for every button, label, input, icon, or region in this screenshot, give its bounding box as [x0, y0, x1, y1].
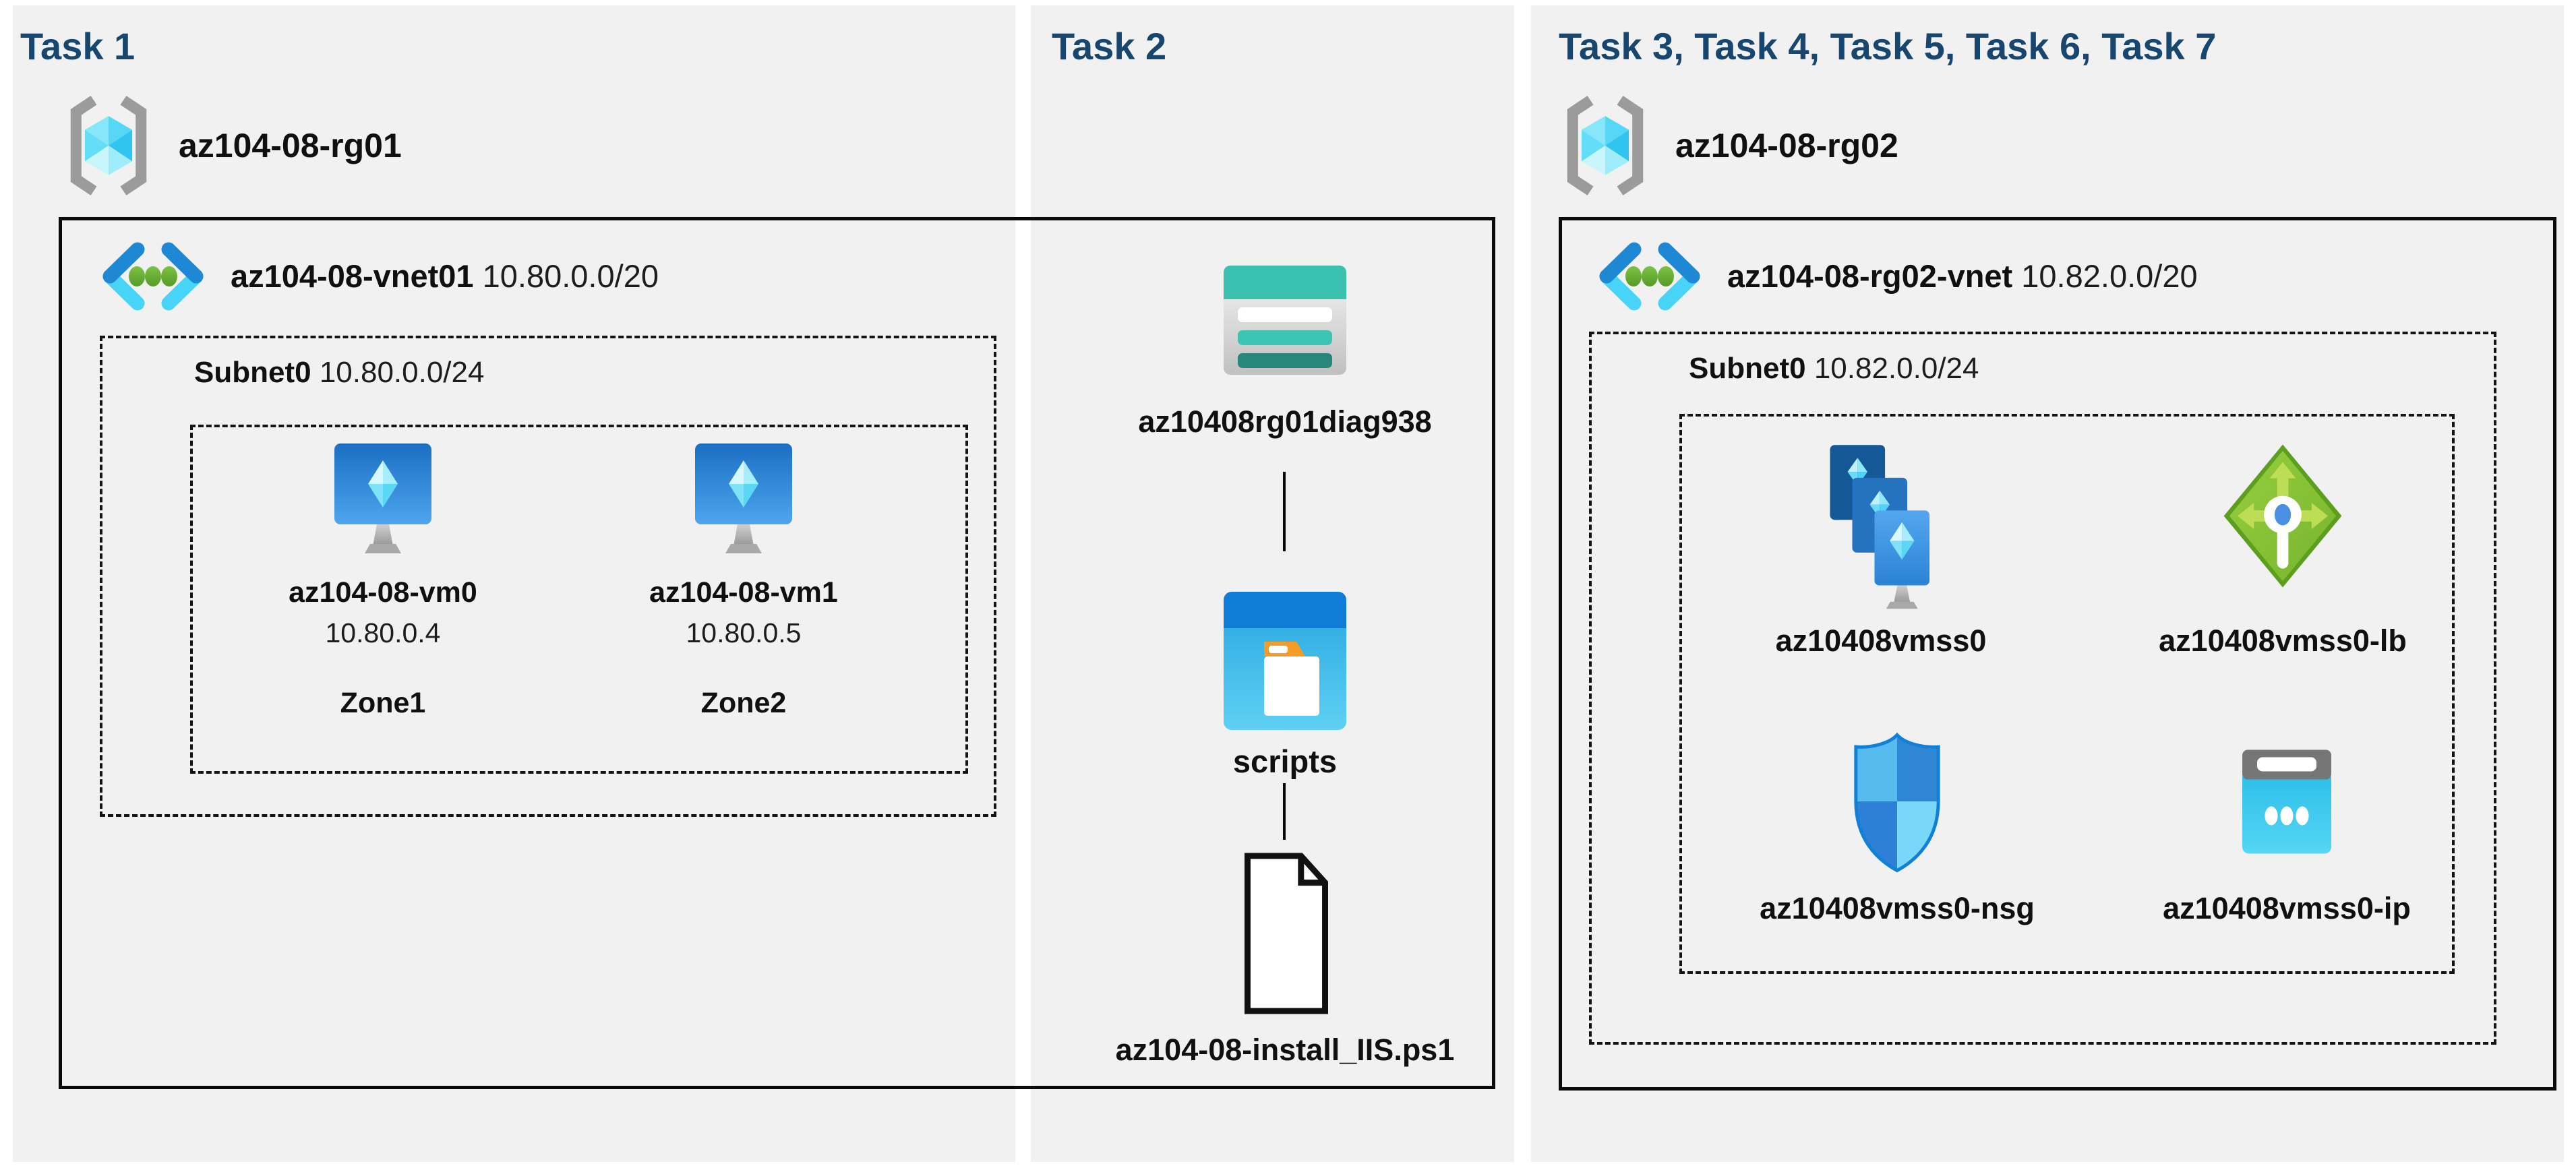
vnet01-cidr: 10.80.0.0/20	[482, 258, 659, 294]
script-file-label: az104-08-install_IIS.ps1	[1115, 1033, 1455, 1067]
resource-group-icon	[70, 96, 147, 195]
rg02-vnet-row: az104-08-rg02-vnet 10.82.0.0/20	[1595, 237, 2198, 315]
rg01-name: az104-08-rg01	[179, 127, 402, 164]
container-label: scripts	[1232, 743, 1338, 779]
nsg-label: az10408vmss0-nsg	[1760, 891, 2035, 925]
subnet0-name: Subnet0	[1689, 352, 1806, 385]
vm0-zone: Zone1	[340, 687, 426, 719]
file-icon	[1245, 853, 1328, 1014]
vm-icon	[695, 443, 792, 553]
connector-container-file	[1283, 783, 1286, 840]
subnet0-box-right	[1589, 332, 2496, 1045]
vm0-ip: 10.80.0.4	[325, 617, 441, 648]
blob-container-icon	[1224, 592, 1346, 730]
task3-panel	[1531, 5, 2564, 1162]
task1-panel	[13, 5, 1015, 1162]
rg02-row: az104-08-rg02	[1561, 93, 1898, 198]
vmss-label: az10408vmss0	[1775, 623, 1987, 658]
task3-title: Task 3, Task 4, Task 5, Task 6, Task 7	[1559, 25, 2217, 67]
vmss-resources-box	[1679, 414, 2455, 974]
subnet0-label-right: Subnet0 10.82.0.0/24	[1689, 352, 1979, 386]
task1-title: Task 1	[20, 25, 136, 67]
rg02-vnet-name: az104-08-rg02-vnet	[1727, 258, 2013, 294]
vnet01-name: az104-08-vnet01	[231, 258, 474, 294]
storage-account-label: az10408rg01diag938	[1138, 404, 1432, 439]
vm0-name: az104-08-vm0	[289, 576, 477, 609]
vnet01-box	[59, 217, 1495, 1089]
subnet0-cidr: 10.82.0.0/24	[1814, 352, 1979, 385]
task2-title: Task 2	[1052, 25, 1167, 67]
vm-icon	[334, 443, 431, 553]
resource-group-icon	[1567, 96, 1644, 195]
connector-storage-container	[1283, 472, 1286, 551]
subnet0-label-left: Subnet0 10.80.0.0/24	[194, 356, 484, 390]
vm1-name: az104-08-vm1	[649, 576, 838, 609]
subnet0-name: Subnet0	[194, 356, 311, 389]
vm1-ip: 10.80.0.5	[686, 617, 802, 648]
rg01-row: az104-08-rg01	[64, 93, 402, 198]
vnet01-row: az104-08-vnet01 10.80.0.0/20	[98, 237, 659, 315]
nsg-icon	[1854, 732, 1940, 873]
public-ip-label: az10408vmss0-ip	[2163, 891, 2411, 925]
vnet-icon	[102, 242, 204, 310]
load-balancer-icon	[2223, 444, 2342, 588]
load-balancer-label: az10408vmss0-lb	[2159, 623, 2407, 658]
vm0-block: az104-08-vm0 10.80.0.4 Zone1	[255, 441, 511, 720]
rg02-name: az104-08-rg02	[1675, 127, 1898, 164]
vm1-zone: Zone2	[700, 687, 787, 719]
subnet0-box-left	[100, 336, 996, 817]
subnet0-cidr: 10.80.0.0/24	[319, 356, 485, 389]
storage-account-icon	[1224, 266, 1346, 375]
rg02-vnet-cidr: 10.82.0.0/20	[2021, 258, 2198, 294]
vm1-block: az104-08-vm1 10.80.0.5 Zone2	[616, 441, 872, 720]
zones-box	[190, 425, 968, 774]
rg02-vnet-box	[1559, 217, 2556, 1091]
public-ip-icon	[2242, 749, 2331, 854]
vmss-icon	[1830, 445, 1930, 609]
vnet-icon	[1599, 242, 1700, 310]
